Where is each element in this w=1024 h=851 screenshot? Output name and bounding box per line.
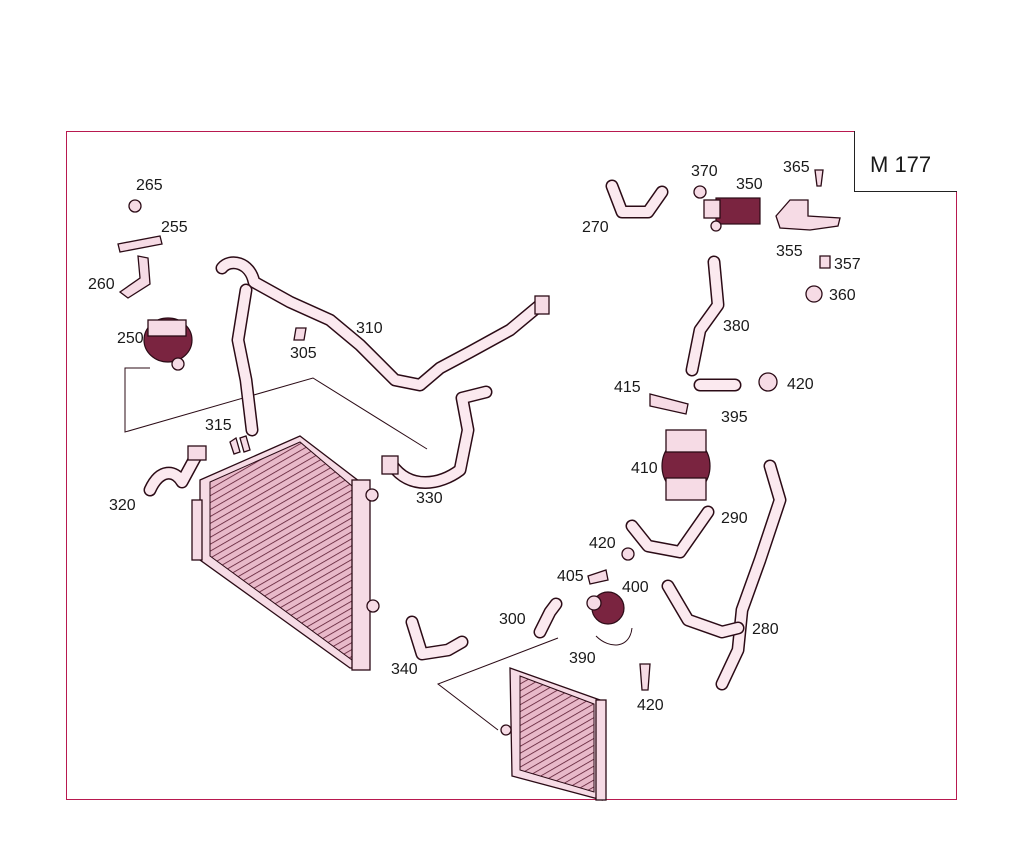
hose-300	[533, 597, 563, 639]
bracket-355	[775, 199, 841, 231]
hose-320	[143, 445, 207, 497]
label-410: 410	[631, 460, 658, 477]
hose-380	[685, 255, 725, 377]
label-350: 350	[736, 176, 763, 193]
label-290: 290	[721, 510, 748, 527]
label-255: 255	[161, 219, 188, 236]
leader-lines	[124, 367, 559, 731]
label-300: 300	[499, 611, 526, 628]
label-365: 365	[783, 159, 810, 176]
label-310: 310	[356, 320, 383, 337]
small-parts	[117, 169, 831, 691]
callout-labels: 265 255 260 250 310 305 315 320 330 340 …	[88, 159, 861, 714]
label-420-mid: 420	[589, 535, 616, 552]
hose-280	[661, 459, 787, 691]
main-radiator	[191, 435, 380, 671]
hose-340	[405, 615, 469, 661]
hose-290	[625, 505, 715, 559]
valve-350	[703, 197, 761, 232]
pump-250	[143, 317, 193, 371]
model-box	[854, 131, 957, 192]
label-405: 405	[557, 568, 584, 585]
label-260: 260	[88, 276, 115, 293]
label-420-top: 420	[787, 376, 814, 393]
model-label: M 177	[870, 152, 932, 177]
pump-400	[586, 591, 625, 625]
label-357: 357	[834, 256, 861, 273]
label-360: 360	[829, 287, 856, 304]
auxiliary-radiator	[500, 667, 607, 801]
label-270: 270	[582, 219, 609, 236]
label-320: 320	[109, 497, 136, 514]
label-280: 280	[752, 621, 779, 638]
diagram-frame	[66, 131, 957, 800]
label-420-bottom: 420	[637, 697, 664, 714]
label-355: 355	[776, 243, 803, 260]
label-395: 395	[721, 409, 748, 426]
label-370: 370	[691, 163, 718, 180]
label-330: 330	[416, 490, 443, 507]
hose-310	[215, 256, 550, 437]
label-305: 305	[290, 345, 317, 362]
hose-330	[381, 385, 493, 489]
label-415: 415	[614, 379, 641, 396]
label-250: 250	[117, 330, 144, 347]
pump-410	[661, 429, 711, 501]
label-390: 390	[569, 650, 596, 667]
label-315: 315	[205, 417, 232, 434]
label-400: 400	[622, 579, 649, 596]
label-380: 380	[723, 318, 750, 335]
label-265: 265	[136, 177, 163, 194]
hose-270	[605, 179, 669, 219]
label-340: 340	[391, 661, 418, 678]
